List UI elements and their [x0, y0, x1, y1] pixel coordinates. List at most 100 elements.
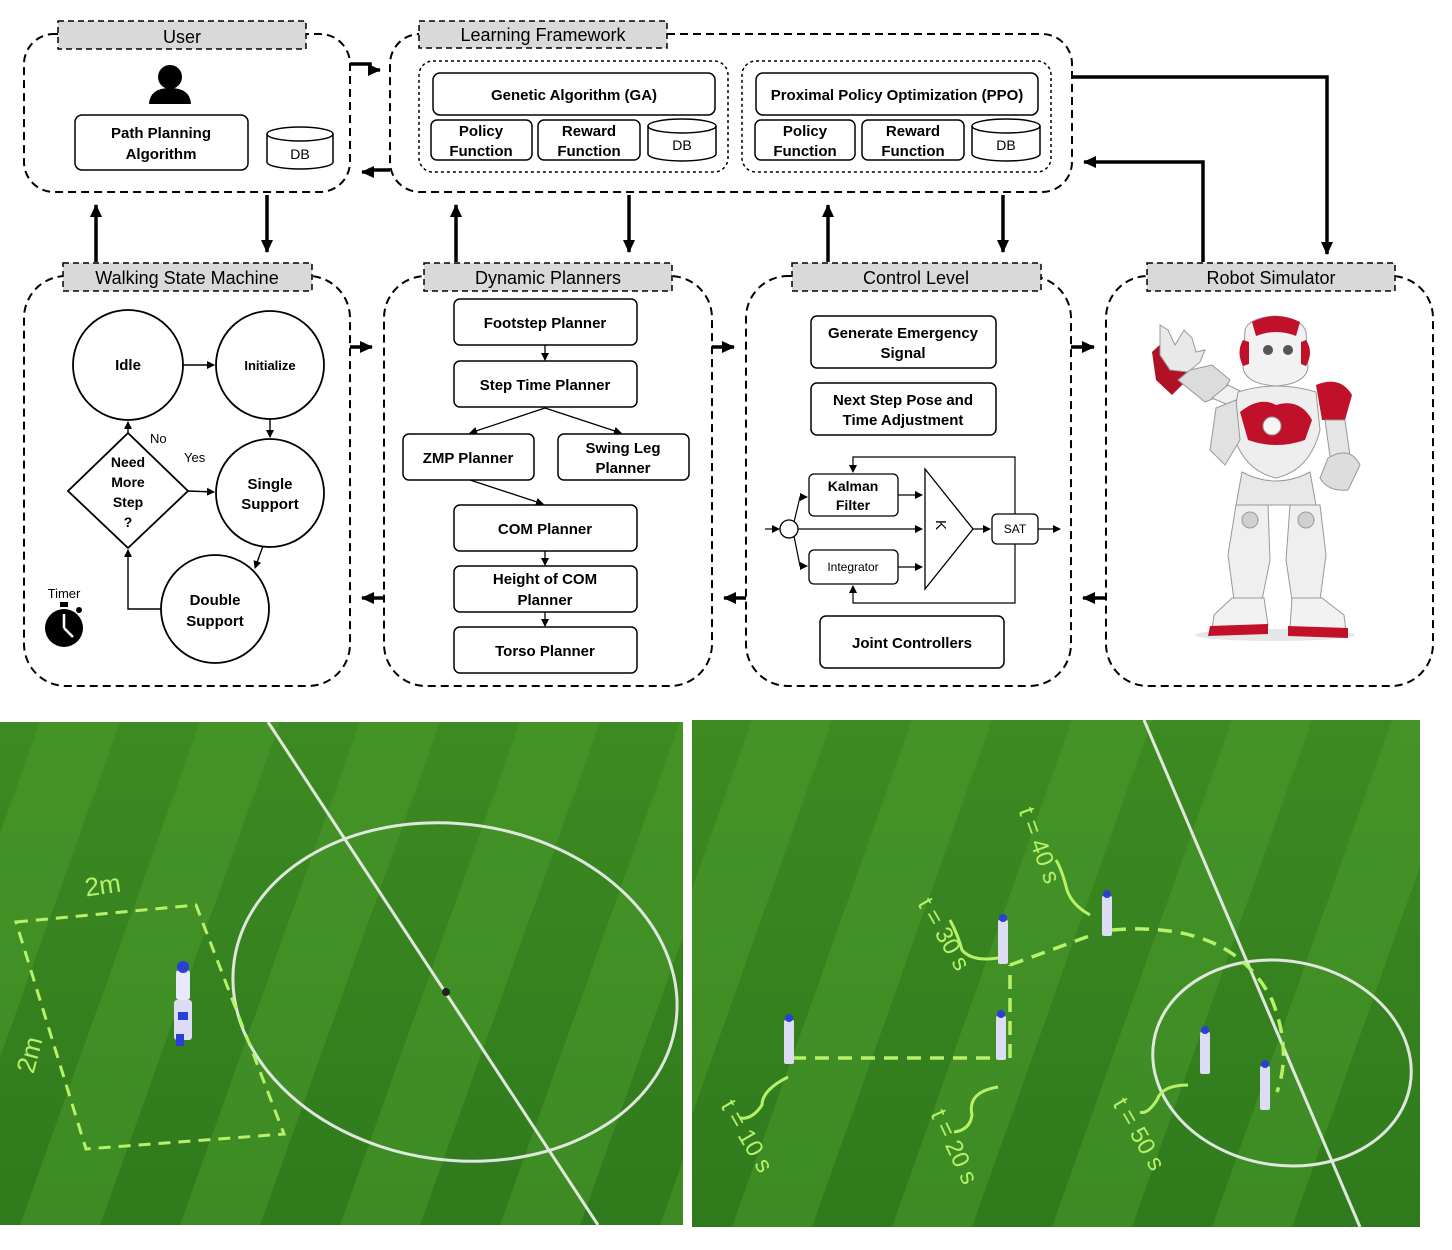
architecture-diagram: User Learning Framework Walking State Ma…	[23, 20, 1434, 687]
ga-reward-box: Reward Function	[537, 119, 641, 161]
nao-robot-image	[1152, 315, 1361, 641]
next-step-line1: Next Step Pose and	[833, 392, 973, 409]
emergency-signal-box: Generate Emergency Signal	[810, 315, 997, 369]
ppo-policy-box: Policy Function	[754, 119, 856, 161]
height-line1: Height of COM	[493, 571, 597, 588]
grass-field	[0, 722, 683, 1225]
swing-line2: Planner	[595, 460, 650, 477]
ctrl-title-tab: Control Level	[791, 262, 1042, 292]
state-single-line1: Single	[247, 476, 292, 493]
next-step-line2: Time Adjustment	[843, 412, 964, 429]
zmp-label: ZMP Planner	[423, 450, 514, 467]
grass-field	[692, 720, 1420, 1227]
state-single-support: Single Support	[215, 438, 325, 548]
user-title: User	[163, 27, 201, 47]
state-initialize: Initialize	[215, 310, 325, 420]
zmp-planner-box: ZMP Planner	[402, 433, 535, 481]
swing-line1: Swing Leg	[586, 440, 661, 457]
footstep-planner-box: Footstep Planner	[453, 298, 638, 346]
ctrl-title: Control Level	[863, 268, 969, 288]
dyn-title: Dynamic Planners	[475, 268, 621, 288]
ppo-db-icon: DB	[971, 118, 1041, 162]
user-icon	[149, 65, 191, 104]
kalman-line1: Kalman	[828, 478, 879, 494]
field-lines	[231, 722, 679, 1225]
ball	[442, 988, 450, 996]
timer-icon: Timer	[45, 586, 83, 647]
ga-reward-line2: Function	[557, 143, 620, 160]
arrow-steptime-zmp	[469, 407, 546, 435]
robot-heads	[785, 890, 1269, 1068]
wsm-title: Walking State Machine	[95, 268, 278, 288]
arrow-learning-to-sim	[1072, 75, 1333, 255]
state-single-line2: Support	[241, 496, 299, 513]
path-planning-box: Path Planning Algorithm	[74, 114, 249, 171]
step-time-label: Step Time Planner	[480, 377, 611, 394]
torso-label: Torso Planner	[495, 643, 595, 660]
joint-controllers-box: Joint Controllers	[819, 615, 1005, 669]
decision-line3: Step	[113, 494, 143, 510]
path-planning-line1: Path Planning	[111, 125, 211, 142]
state-double-line1: Double	[190, 592, 241, 609]
controller-block-diagram: Kalman Filter Integrator K SAT	[765, 456, 1061, 604]
width-label: 2m	[83, 868, 123, 903]
nao-robot-sprites	[784, 896, 1270, 1110]
time-callout-curves	[739, 859, 1189, 1134]
sat-label: SAT	[1004, 522, 1027, 536]
learning-group	[389, 33, 1073, 193]
user-title-tab: User	[57, 20, 307, 50]
wsm-title-tab: Walking State Machine	[62, 262, 313, 292]
step-time-planner-box: Step Time Planner	[453, 360, 638, 408]
footstep-label: Footstep Planner	[484, 315, 607, 332]
integrator-label: Integrator	[827, 560, 878, 574]
decision-line1: Need	[111, 454, 145, 470]
ga-title: Genetic Algorithm (GA)	[491, 87, 657, 104]
kalman-line2: Filter	[836, 497, 871, 513]
ppo-subgroup	[741, 60, 1052, 173]
next-step-box: Next Step Pose and Time Adjustment	[810, 382, 997, 436]
trajectory-annotation	[792, 927, 1286, 1093]
com-label: COM Planner	[498, 521, 592, 538]
arrow-zmp-com	[469, 479, 544, 506]
ga-policy-line2: Function	[449, 143, 512, 160]
sim-title: Robot Simulator	[1206, 268, 1335, 288]
swing-leg-planner-box: Swing Leg Planner	[557, 433, 690, 481]
dyn-arrows	[469, 345, 622, 627]
path-planning-line2: Algorithm	[126, 146, 197, 163]
decision-line2: More	[111, 474, 145, 490]
gain-k-label: K	[932, 520, 949, 530]
torso-planner-box: Torso Planner	[453, 626, 638, 674]
ppo-reward-box: Reward Function	[861, 119, 965, 161]
emergency-line1: Generate Emergency	[828, 325, 979, 342]
timer-label: Timer	[48, 586, 81, 601]
yes-label: Yes	[184, 450, 206, 465]
state-double-line2: Support	[186, 613, 244, 630]
user-db-icon: DB	[266, 126, 334, 170]
learning-title-tab: Learning Framework	[418, 20, 668, 49]
arrow-steptime-swing	[544, 407, 622, 435]
ga-reward-line1: Reward	[562, 123, 616, 140]
ga-db-label: DB	[672, 137, 691, 153]
inter-group-arrows	[90, 62, 1333, 604]
dyn-title-tab: Dynamic Planners	[423, 262, 673, 292]
arrow-user-to-learning	[350, 62, 381, 76]
decision-need-more-step: Need More Step ?	[66, 431, 190, 550]
decision-line4: ?	[124, 514, 133, 530]
simulation-screenshot-square-walk: 2m 2m	[0, 722, 683, 1225]
arrow-learning-to-user	[361, 166, 390, 178]
joint-label: Joint Controllers	[852, 635, 972, 652]
ppo-title: Proximal Policy Optimization (PPO)	[771, 87, 1024, 104]
wsm-arrows	[124, 361, 274, 610]
ppo-db-label: DB	[996, 137, 1015, 153]
arrow-double-decision	[124, 549, 161, 610]
ppo-reward-line1: Reward	[886, 123, 940, 140]
state-idle-label: Idle	[115, 357, 141, 374]
no-label: No	[150, 431, 167, 446]
grass-stripes	[0, 722, 683, 1225]
ga-db-icon: DB	[647, 118, 717, 162]
ga-subgroup	[418, 60, 729, 173]
arrow-sim-to-learning	[1083, 156, 1205, 262]
ga-box: Genetic Algorithm (GA)	[432, 72, 716, 116]
arrow-decision-single	[187, 487, 215, 496]
summing-junction	[779, 519, 799, 539]
